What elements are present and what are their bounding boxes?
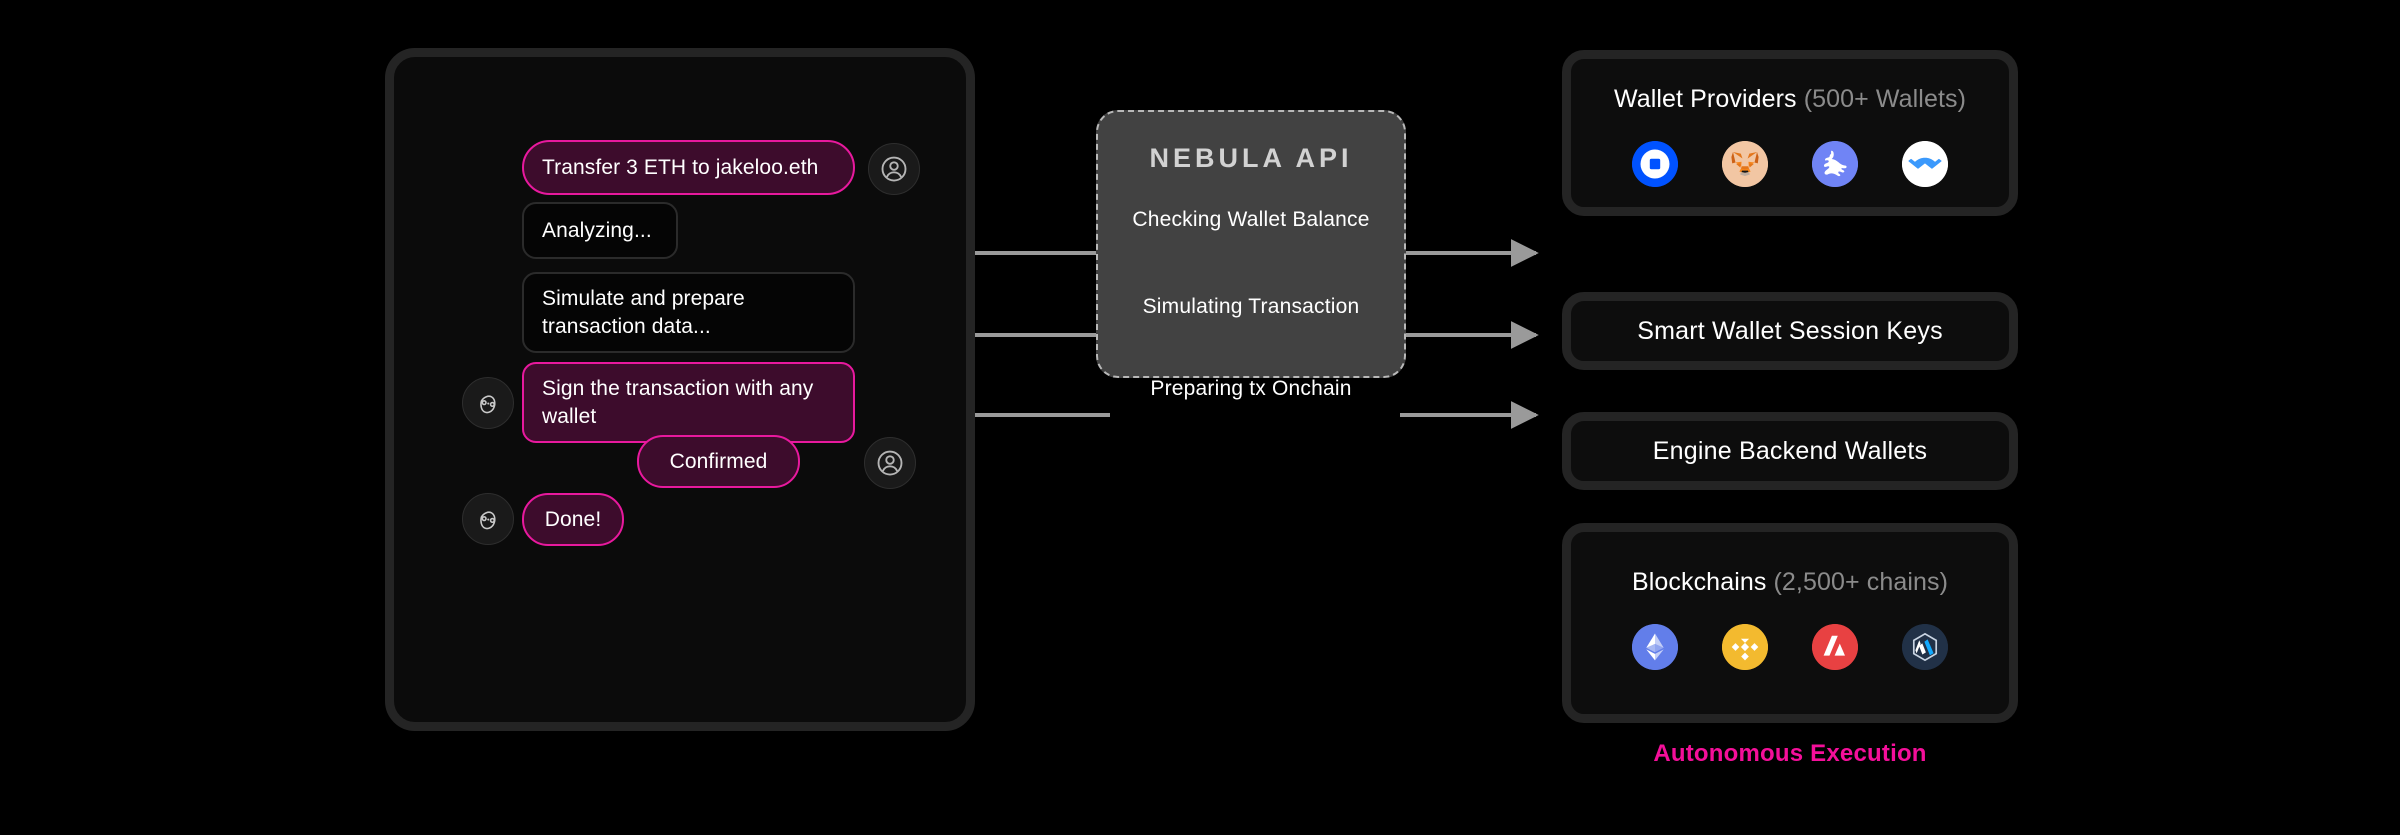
- avalanche-icon[interactable]: [1812, 624, 1858, 670]
- nebula-api-box: NEBULA API Checking Wallet Balance Simul…: [1096, 110, 1406, 400]
- walletconnect-icon[interactable]: [1902, 141, 1948, 187]
- ethereum-icon[interactable]: [1632, 624, 1678, 670]
- nebula-step-checking-balance: Checking Wallet Balance: [1132, 208, 1370, 231]
- nebula-bot-icon: [462, 493, 514, 545]
- chat-bubble-text: Sign the transaction with any wallet: [542, 376, 814, 428]
- chat-bubble-analyzing[interactable]: Analyzing...: [522, 202, 678, 259]
- chat-bubble-text: Done!: [544, 507, 602, 531]
- nebula-api-title: NEBULA API: [1149, 143, 1353, 173]
- chat-bubble-simulate[interactable]: Simulate and prepare transaction data...: [522, 272, 855, 353]
- chat-bubble-sign-transaction[interactable]: Sign the transaction with any wallet: [522, 362, 855, 443]
- nebula-step-preparing-tx: Preparing tx Onchain: [1150, 377, 1352, 400]
- nebula-bot-icon: [462, 377, 514, 429]
- card-blockchains: Blockchains (2,500+ chains): [1562, 523, 2018, 723]
- chat-bubble-text: Transfer 3 ETH to jakeloo.eth: [542, 155, 819, 179]
- chat-bubble-done[interactable]: Done!: [522, 493, 624, 546]
- autonomous-execution-label: Autonomous Execution: [1653, 740, 1927, 767]
- wallet-providers-title: Wallet Providers: [1613, 85, 1804, 113]
- chat-panel: Transfer 3 ETH to jakeloo.eth Analyzing.…: [385, 48, 975, 731]
- smart-wallet-session-keys-label: Smart Wallet Session Keys: [1637, 316, 1943, 345]
- wallet-providers-subtitle: (500+ Wallets): [1803, 85, 1967, 113]
- chat-bubble-text: Simulate and prepare transaction data...: [542, 286, 745, 338]
- nebula-step-simulating: Simulating Transaction: [1142, 295, 1360, 318]
- blockchains-heading: Blockchains (2,500+ chains): [1571, 568, 2009, 597]
- chat-bubble-text: Analyzing...: [542, 218, 652, 242]
- card-engine-backend-wallets: Engine Backend Wallets: [1562, 412, 2018, 490]
- chat-bubble-user-request[interactable]: Transfer 3 ETH to jakeloo.eth: [522, 140, 855, 195]
- card-wallet-providers: Wallet Providers (500+ Wallets): [1562, 50, 2018, 216]
- coinbase-wallet-icon[interactable]: [1632, 141, 1678, 187]
- blockchains-title: Blockchains: [1631, 568, 1774, 596]
- wallet-providers-heading: Wallet Providers (500+ Wallets): [1571, 85, 2009, 114]
- blockchains-icon-row: [1571, 624, 2009, 670]
- blockchains-subtitle: (2,500+ chains): [1773, 568, 1949, 596]
- metamask-icon[interactable]: [1722, 141, 1768, 187]
- user-avatar-icon: [868, 143, 920, 195]
- chat-message-list: Transfer 3 ETH to jakeloo.eth Analyzing.…: [394, 57, 966, 722]
- engine-backend-wallets-label: Engine Backend Wallets: [1652, 436, 1928, 465]
- chat-bubble-text: Confirmed: [669, 449, 768, 473]
- chat-bubble-confirmed[interactable]: Confirmed: [637, 435, 800, 488]
- bnb-chain-icon[interactable]: [1722, 624, 1768, 670]
- rabby-wallet-icon[interactable]: [1812, 141, 1858, 187]
- arbitrum-icon[interactable]: [1902, 624, 1948, 670]
- wallet-providers-icon-row: [1571, 141, 2009, 187]
- user-avatar-icon: [864, 437, 916, 489]
- card-smart-wallet-session-keys: Smart Wallet Session Keys: [1562, 292, 2018, 370]
